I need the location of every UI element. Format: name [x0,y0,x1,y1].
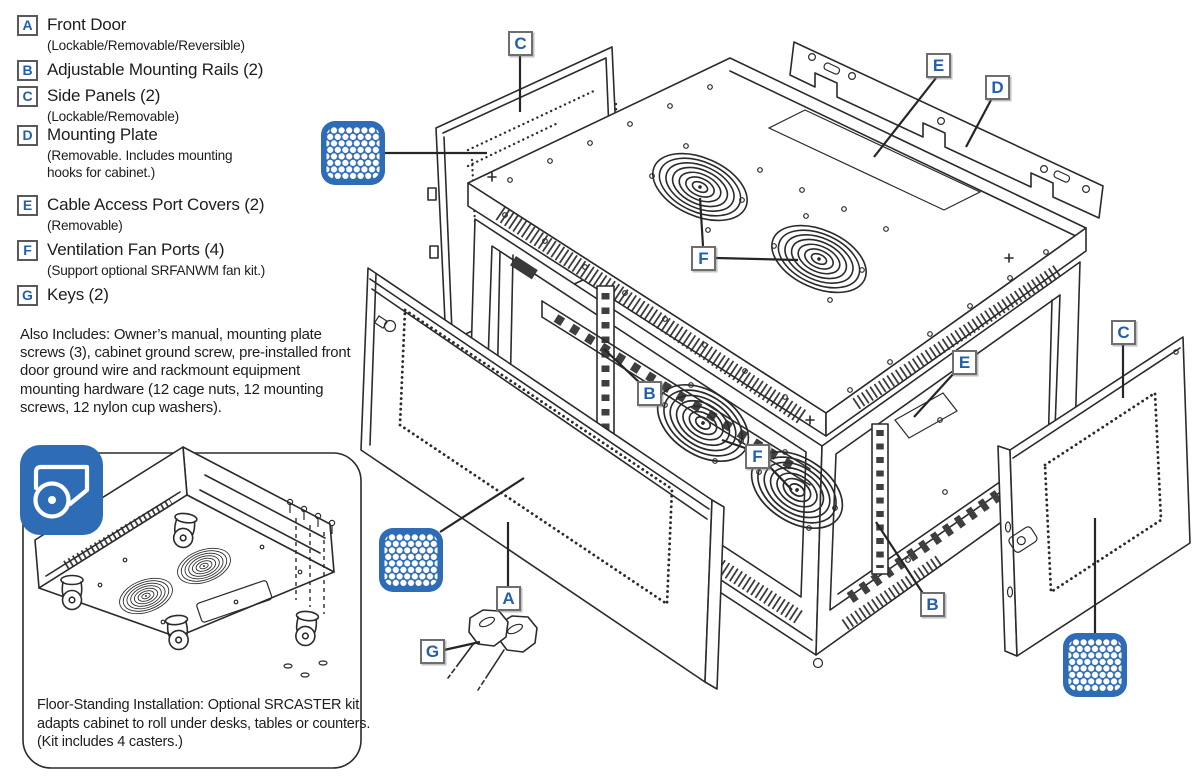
legend-item-keys: G Keys (2) [17,285,109,306]
legend-item-fan-ports: F Ventilation Fan Ports (4) (Support opt… [17,240,265,279]
callout-cable-port-top: E [926,53,951,78]
legend-letter: F [17,240,38,261]
cabinet-body [467,57,1087,669]
callout-leaders [443,56,1125,652]
callout-rail-front: B [637,381,662,406]
mesh-detail-group [321,121,1127,697]
mounting-rail-rear [871,423,889,575]
legend-letter: A [17,15,38,36]
legend-title: Keys (2) [47,285,109,304]
callout-keys: G [420,639,445,664]
caster-wheel-icon [20,445,103,535]
legend-title: Front Door [47,15,127,34]
also-includes-note: Also Includes: Owner’s manual, mounting … [20,327,351,416]
legend-item-mounting-plate: D Mounting Plate (Removable. Includes mo… [17,125,262,181]
legend-subtitle: (Lockable/Removable/Reversible) [47,38,245,53]
callout-side-panel-left: C [508,31,533,56]
callout-mounting-plate: D [985,75,1010,100]
callout-fan-ports-front: F [745,444,770,469]
callout-fan-ports-top: F [691,246,716,271]
perforated-mesh-icon [1063,633,1127,697]
front-door-panel [360,267,725,690]
door-lock [373,315,397,333]
legend-subtitle: (Removable) [47,218,123,233]
panel-lock [1008,526,1038,553]
legend-title: Ventilation Fan Ports (4) [47,240,225,259]
side-panel-right [997,336,1191,657]
legend-letter: G [17,285,38,306]
perforated-mesh-icon [321,121,385,185]
callout-front-door: A [496,586,521,611]
legend-title: Cable Access Port Covers (2) [47,195,265,214]
legend-letter: D [17,125,38,146]
legend-item-front-door: A Front Door (Lockable/Removable/Reversi… [17,15,245,54]
legend-letter: C [17,86,38,107]
legend-subtitle: (Support optional SRFANWM fan kit.) [47,263,266,278]
legend-item-side-panels: C Side Panels (2) (Lockable/Removable) [17,86,179,125]
perforated-mesh-icon [379,528,443,592]
legend-subtitle: (Lockable/Removable) [47,109,180,124]
legend-title: Mounting Plate [47,125,158,144]
callout-cable-port-inner: E [952,350,977,375]
callout-rail-rear: B [920,592,945,617]
legend-title: Adjustable Mounting Rails (2) [47,60,264,79]
legend-item-mounting-rails: B Adjustable Mounting Rails (2) [17,60,263,81]
legend-title: Side Panels (2) [47,86,161,105]
mounting-plate [789,41,1104,219]
legend-letter: E [17,195,38,216]
screw-holes [502,84,1049,400]
legend-item-cable-port-covers: E Cable Access Port Covers (2) (Removabl… [17,195,265,234]
legend-subtitle: (Removable. Includes mounting hooks for … [47,148,233,180]
legend-letter: B [17,60,38,81]
caster-kit-note: Floor-Standing Installation: Optional SR… [37,697,371,751]
caster-inset [20,445,362,769]
keys [447,609,538,691]
callout-side-panel-right: C [1111,320,1136,345]
